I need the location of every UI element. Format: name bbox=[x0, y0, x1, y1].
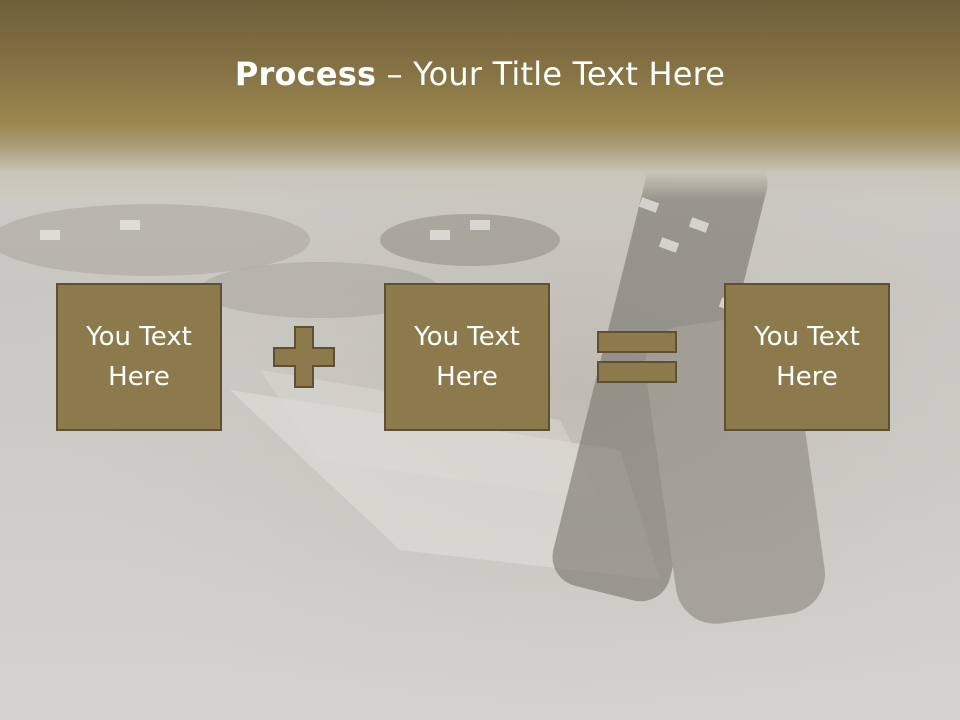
process-box-3: You Text Here bbox=[724, 283, 890, 431]
slide-title: Process – Your Title Text Here bbox=[0, 52, 960, 96]
title-band bbox=[0, 0, 960, 200]
plus-icon bbox=[273, 326, 335, 388]
process-box-2-text: You Text Here bbox=[414, 322, 520, 392]
process-box-1: You Text Here bbox=[56, 283, 222, 431]
process-box-2: You Text Here bbox=[384, 283, 550, 431]
title-bold-part: Process bbox=[234, 55, 377, 93]
process-box-1-text: You Text Here bbox=[86, 322, 192, 392]
process-box-3-text: You Text Here bbox=[754, 322, 860, 392]
equals-icon bbox=[597, 331, 677, 383]
title-rest-part: – Your Title Text Here bbox=[376, 55, 726, 93]
